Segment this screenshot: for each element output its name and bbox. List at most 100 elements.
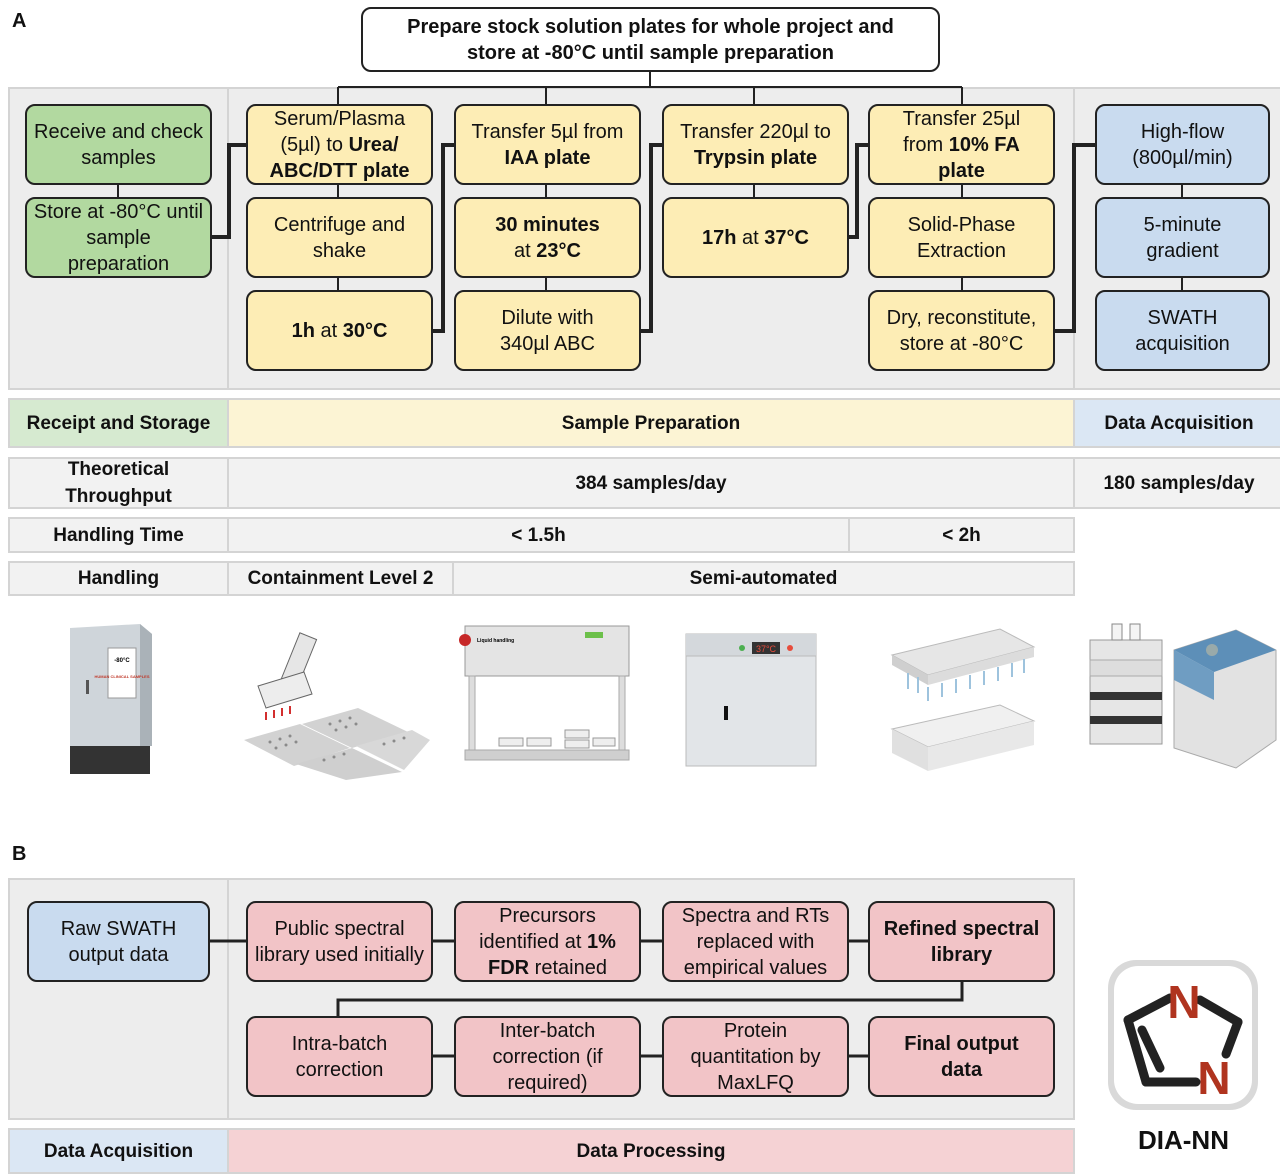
panel-a-connectors [117, 71, 1183, 333]
stage-acq: Data Acquisition [1073, 398, 1280, 448]
stage-receipt-label: Receipt and Storage [26, 412, 211, 434]
maxlfq-box: Protein quantitation by MaxLFQ [662, 1016, 849, 1097]
store-samples-text: Store at -80°C until sample preparation [33, 200, 204, 275]
raw-swath-text: Raw SWATH output data [60, 917, 177, 966]
receive-samples-box: Receive and check samples [25, 104, 212, 185]
handling-time-label: Handling Time [53, 524, 184, 546]
throughput-prep: 384 samples/day [575, 472, 727, 494]
throughput-label-cell: Theoretical Throughput [8, 457, 229, 509]
throughput-acq: 180 samples/day [1103, 472, 1255, 494]
handling-label-cell: Handling [8, 561, 229, 596]
dry-reconstitute-text: Dry, reconstitute, store at -80°C [886, 306, 1037, 355]
maxlfq-text: Protein quantitation by MaxLFQ [690, 1019, 821, 1094]
final-output-text: Final output data [904, 1032, 1019, 1081]
digestion-duration: 17h [702, 226, 737, 249]
gradient-text: 5-minute gradient [1143, 213, 1222, 262]
urea-plate-text: Urea/ ABC/DTT plate [269, 133, 410, 182]
handling-time-label-cell: Handling Time [8, 517, 229, 553]
containment-label: Containment Level 2 [247, 568, 434, 589]
precursors-box: Precursors identified at 1% FDR retained [454, 901, 641, 982]
centrifuge-box: Centrifuge and shake [246, 197, 433, 278]
alkylation-box: 30 minutes at 23°C [454, 197, 641, 278]
dilute-text: Dilute with 340µl ABC [500, 306, 595, 355]
throughput-acq-cell: 180 samples/day [1073, 457, 1280, 509]
handling-time-2: < 2h [942, 524, 981, 546]
raw-swath-box: Raw SWATH output data [27, 901, 210, 982]
incubate-at: at [314, 319, 343, 342]
logo-letter-n2: N [1197, 1052, 1230, 1104]
panel-b-acq-label: Data Acquisition [43, 1140, 194, 1162]
panel-b-label: B [12, 843, 27, 865]
handling-time-1-cell: < 1.5h [227, 517, 850, 553]
trypsin-transfer-text: Transfer 220µl to [680, 120, 831, 143]
dry-reconstitute-box: Dry, reconstitute, store at -80°C [868, 290, 1055, 371]
centrifuge-text: Centrifuge and shake [273, 213, 406, 262]
precursors-retained: retained [529, 956, 607, 979]
inter-batch-text: Inter-batch correction (if required) [492, 1019, 603, 1094]
panel-b-proc-bar: Data Processing [227, 1128, 1075, 1174]
dia-nn-label: DIA-NN [1138, 1125, 1229, 1155]
store-samples-box: Store at -80°C until sample preparation [25, 197, 212, 278]
pipette-plates-illustration [244, 632, 430, 780]
handling-label: Handling [77, 568, 160, 589]
incubator-illustration: 37°C [685, 633, 817, 767]
swath-box: SWATH acquisition [1095, 290, 1270, 371]
panel-a-label: A [12, 10, 27, 32]
stage-prep: Sample Preparation [227, 398, 1075, 448]
high-flow-text: High-flow (800µl/min) [1132, 120, 1233, 169]
spe-text: Solid-Phase Extraction [907, 213, 1016, 262]
intra-batch-text: Intra-batch correction [291, 1032, 388, 1081]
digestion-temp: 37°C [764, 226, 809, 249]
trypsin-plate-text: Trypsin plate [693, 146, 818, 169]
stock-solution-line1: Prepare stock solution plates for whole … [407, 15, 894, 38]
inter-batch-box: Inter-batch correction (if required) [454, 1016, 641, 1097]
spe-plate-illustration [890, 628, 1036, 771]
serum-transfer-text: Serum/Plasma (5µl) to [273, 107, 406, 156]
fa-transfer-box: Transfer 25µl from 10% FA plate [868, 104, 1055, 185]
liquid-handler-illustration: Liquid handling [459, 625, 630, 761]
empirical-values-box: Spectra and RTs replaced with empirical … [662, 901, 849, 982]
precursors-fdr: FDR [488, 956, 530, 979]
mass-spec-illustration [1089, 623, 1277, 769]
fa-transfer-text: Transfer 25µl from [902, 107, 1021, 156]
dilute-box: Dilute with 340µl ABC [454, 290, 641, 371]
handling-time-2-cell: < 2h [848, 517, 1075, 553]
refined-library-box: Refined spectral library [868, 901, 1055, 982]
stage-acq-label: Data Acquisition [1104, 412, 1254, 434]
precursors-text: Precursors identified at [479, 904, 596, 953]
throughput-prep-cell: 384 samples/day [227, 457, 1075, 509]
stock-solution-box: Prepare stock solution plates for whole … [361, 7, 940, 72]
stock-solution-line2: store at -80°C until sample preparation [467, 41, 834, 64]
throughput-label: Theoretical Throughput [65, 459, 172, 507]
stage-receipt: Receipt and Storage [8, 398, 229, 448]
incubate-duration: 1h [291, 319, 315, 342]
handling-time-1: < 1.5h [511, 524, 566, 546]
empirical-values-text: Spectra and RTs replaced with empirical … [681, 904, 830, 979]
serum-transfer-box: Serum/Plasma (5µl) to Urea/ ABC/DTT plat… [246, 104, 433, 185]
swath-text: SWATH acquisition [1135, 306, 1230, 355]
logo-letter-n1: N [1167, 976, 1200, 1028]
panel-b-proc-label: Data Processing [576, 1140, 726, 1162]
alkylation-duration: 30 minutes [495, 213, 600, 236]
digestion-at: at [736, 226, 765, 249]
stage-prep-label: Sample Preparation [561, 412, 741, 434]
iaa-plate-text: IAA plate [504, 146, 591, 169]
fa-plate-text: 10% FA plate [938, 133, 1020, 182]
alkylation-at: at [514, 239, 537, 262]
iaa-transfer-text: Transfer 5µl from [471, 120, 624, 143]
incubate-1h-box: 1h at 30°C [246, 290, 433, 371]
dia-nn-logo-icon: N N [1108, 960, 1258, 1110]
containment-cell: Containment Level 2 [227, 561, 454, 596]
public-library-box: Public spectral library used initially [246, 901, 433, 982]
digestion-box: 17h at 37°C [662, 197, 849, 278]
incubator-temp-label: 37°C [756, 644, 777, 654]
spe-box: Solid-Phase Extraction [868, 197, 1055, 278]
panel-b-acq-bar: Data Acquisition [8, 1128, 229, 1174]
public-library-text: Public spectral library used initially [255, 917, 424, 966]
freezer-sample-label: HUMAN CLINICAL SAMPLES [94, 674, 149, 679]
precursors-fdr-pct: 1% [586, 930, 616, 953]
alkylation-temp: 23°C [536, 239, 581, 262]
freezer-illustration: -80°C HUMAN CLINICAL SAMPLES [70, 624, 152, 774]
receive-samples-text: Receive and check samples [34, 120, 203, 169]
